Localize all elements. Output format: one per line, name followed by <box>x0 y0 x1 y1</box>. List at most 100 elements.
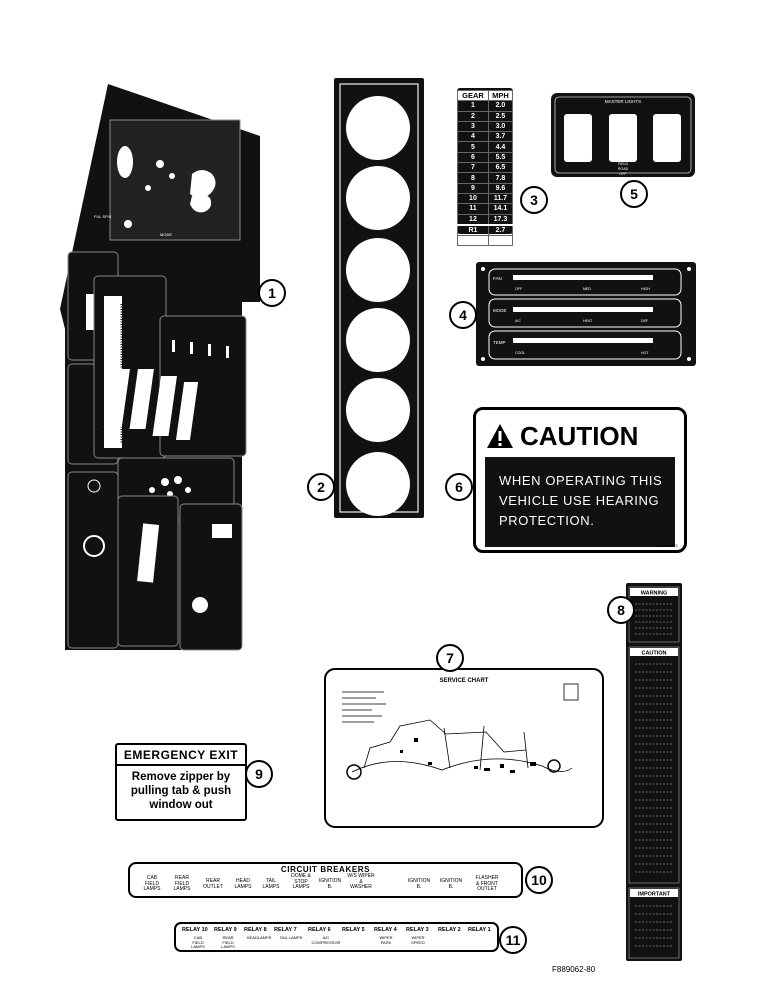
mph-cell: 7.8 <box>487 172 514 184</box>
master-lights-label-road: ROAD <box>618 167 629 171</box>
gear-cell: R2 <box>457 235 489 247</box>
relay-header: RELAY 1 <box>468 927 491 933</box>
emergency-exit-decal: EMERGENCY EXIT Remove zipper by pulling … <box>115 743 247 821</box>
temp-label: TEMP <box>493 340 506 345</box>
callout-8: 8 <box>607 596 635 624</box>
gear-cell: 6 <box>457 151 489 164</box>
callout-9: 9 <box>245 760 273 788</box>
mph-cell: 2.5 <box>487 110 514 122</box>
mph-cell: 11.7 <box>487 192 514 205</box>
mode-def-label: DEF <box>641 319 649 323</box>
mph-cell: 17.3 <box>487 213 514 226</box>
gear-header: GEAR <box>457 89 489 102</box>
gauge-opening <box>346 308 410 372</box>
warning-triangle-icon <box>487 424 513 448</box>
switch-opening <box>564 114 592 162</box>
relay-header: RELAY 8 <box>244 927 267 933</box>
service-chart-decal: SERVICE CHART <box>324 668 604 828</box>
switch-opening <box>653 114 681 162</box>
gauge-panel-decal <box>334 78 424 518</box>
gear-cell: 5 <box>457 141 489 153</box>
breaker-label: REAR OUTLET <box>203 878 223 890</box>
gauge-opening <box>346 166 410 230</box>
gear-cell: 2 <box>457 110 489 122</box>
climate-control-decal: FAN OFF MED HIGH MODE A/C HEAT DEF TEMP … <box>476 262 696 366</box>
relay-header: RELAY 5 <box>342 927 365 933</box>
fan-label: FAN <box>493 276 502 281</box>
service-chart-wheel <box>547 759 561 773</box>
mph-cell: 2.7 <box>487 224 514 237</box>
mph-cell: 3.7 <box>487 131 514 143</box>
breaker-label: FLASHER & FRONT OUTLET <box>475 875 499 893</box>
control-console-decal: FUL SP.R MODE <box>60 84 260 651</box>
breaker-label: HEAD LAMPS <box>234 878 252 890</box>
relay-header: RELAY 2 <box>438 927 461 933</box>
relay-header: RELAY 10 <box>182 927 208 933</box>
relay-header: RELAY 6 <box>308 927 331 933</box>
mode-heat-label: HEAT <box>583 319 593 323</box>
callout-11: 11 <box>499 926 527 954</box>
emergency-line-3: window out <box>149 799 213 811</box>
gear-cell: 1 <box>457 100 489 112</box>
svg-text:MODE: MODE <box>160 232 172 237</box>
relay-circuit: WIPER PARK <box>379 935 393 945</box>
service-chart-title: SERVICE CHART <box>440 678 489 684</box>
master-lights-decal: MASTER LIGHTS FIELD ROAD OFF <box>551 93 695 177</box>
caution-line-2: VEHICLE USE HEARING <box>499 493 660 508</box>
gear-cell: 4 <box>457 131 489 143</box>
breaker-label: W/S WIPER & WASHER <box>347 873 375 891</box>
fan-med-label: MED <box>583 287 591 291</box>
breaker-label: TAIL LAMPS <box>262 878 280 890</box>
relay-circuit: TAIL LAMPS <box>279 935 303 940</box>
mph-cell: 4.8 <box>487 235 514 247</box>
gauge-opening <box>346 238 410 302</box>
switch-opening <box>609 114 637 162</box>
breaker-label: IGNITION B. <box>439 878 463 890</box>
callout-6: 6 <box>445 473 473 501</box>
callout-4: 4 <box>449 301 477 329</box>
callout-2: 2 <box>307 473 335 501</box>
relay-circuit: CAB FIELD LAMPS <box>191 935 205 950</box>
svg-text:FUL SP.R: FUL SP.R <box>94 214 111 219</box>
emergency-exit-instructions: Remove zipper by pulling tab & push wind… <box>117 766 245 812</box>
service-chart-wheel <box>346 764 362 780</box>
gear-cell: 8 <box>457 172 489 184</box>
gear-cell: 12 <box>457 213 489 226</box>
callout-10: 10 <box>525 866 553 894</box>
temp-hot-label: HOT <box>641 351 649 355</box>
relay-header: RELAY 9 <box>214 927 237 933</box>
relay-header: RELAY 7 <box>274 927 297 933</box>
mode-label: MODE <box>493 308 507 313</box>
gear-cell: 9 <box>457 182 489 194</box>
callout-1: 1 <box>258 279 286 307</box>
breaker-label: REAR FIELD LAMPS <box>173 875 191 893</box>
caution-message: WHEN OPERATING THIS VEHICLE USE HEARING … <box>485 457 675 547</box>
gear-cell: R1 <box>457 224 489 237</box>
gear-cell: 11 <box>457 203 489 215</box>
master-lights-label-off: OFF <box>619 172 627 176</box>
callout-7: 7 <box>436 644 464 672</box>
breaker-label: CAB FIELD LAMPS <box>143 875 161 893</box>
emergency-exit-title: EMERGENCY EXIT <box>117 745 245 766</box>
gear-cell: 7 <box>457 162 489 174</box>
caution-hearing-decal: CAUTION WHEN OPERATING THIS VEHICLE USE … <box>473 407 687 553</box>
mph-cell: 3.0 <box>487 120 514 133</box>
master-lights-label-field: FIELD <box>618 162 629 166</box>
relay-header: RELAY 3 <box>406 927 429 933</box>
relay-circuit: A/C COMPRESSOR <box>311 935 341 945</box>
figure-id: F889062-80 <box>552 965 596 974</box>
mph-cell: 9.6 <box>487 182 514 194</box>
breaker-label: IGNITION B. <box>407 878 431 890</box>
circuit-breakers-title: CIRCUIT BREAKERS <box>280 865 371 874</box>
